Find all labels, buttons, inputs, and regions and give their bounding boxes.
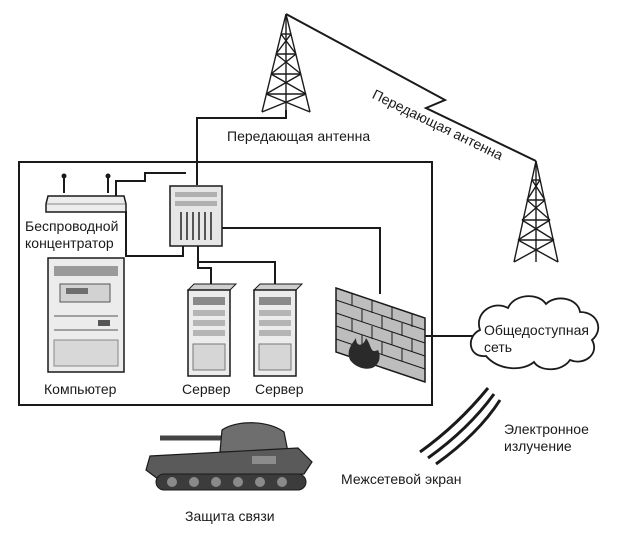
server-2-label: Сервер [255, 381, 304, 397]
emission-label-line2: излучение [504, 438, 572, 454]
emission-label-line1: Электронное [504, 421, 589, 437]
public-network-cloud-icon [470, 295, 600, 371]
switch-rack-icon [169, 185, 223, 247]
radiation-waves-icon [419, 387, 502, 466]
public-network-label-line2: сеть [484, 339, 513, 355]
antenna-tower-left-icon [261, 13, 311, 113]
firewall-label: Межсетевой экран [341, 471, 462, 487]
antenna-left-label: Передающая антенна [227, 128, 371, 144]
computer-label: Компьютер [44, 381, 117, 397]
antenna-tower-right-icon [513, 160, 559, 263]
server-2-icon [252, 283, 304, 377]
computer-tower-icon [47, 257, 125, 373]
tank-icon [145, 422, 313, 491]
wireless-hub-icon [45, 173, 127, 213]
server-1-icon [186, 283, 238, 377]
comm-protection-label: Защита связи [185, 508, 275, 524]
connection-lines [115, 13, 537, 337]
firewall-brick-wall-icon [335, 286, 426, 384]
wireless-hub-label-line2: концентратор [25, 235, 114, 251]
wireless-hub-label-line1: Беспроводной [25, 218, 119, 234]
server-1-label: Сервер [182, 381, 231, 397]
public-network-label-line1: Общедоступная [484, 322, 589, 338]
internal-network-boundary [18, 161, 433, 406]
